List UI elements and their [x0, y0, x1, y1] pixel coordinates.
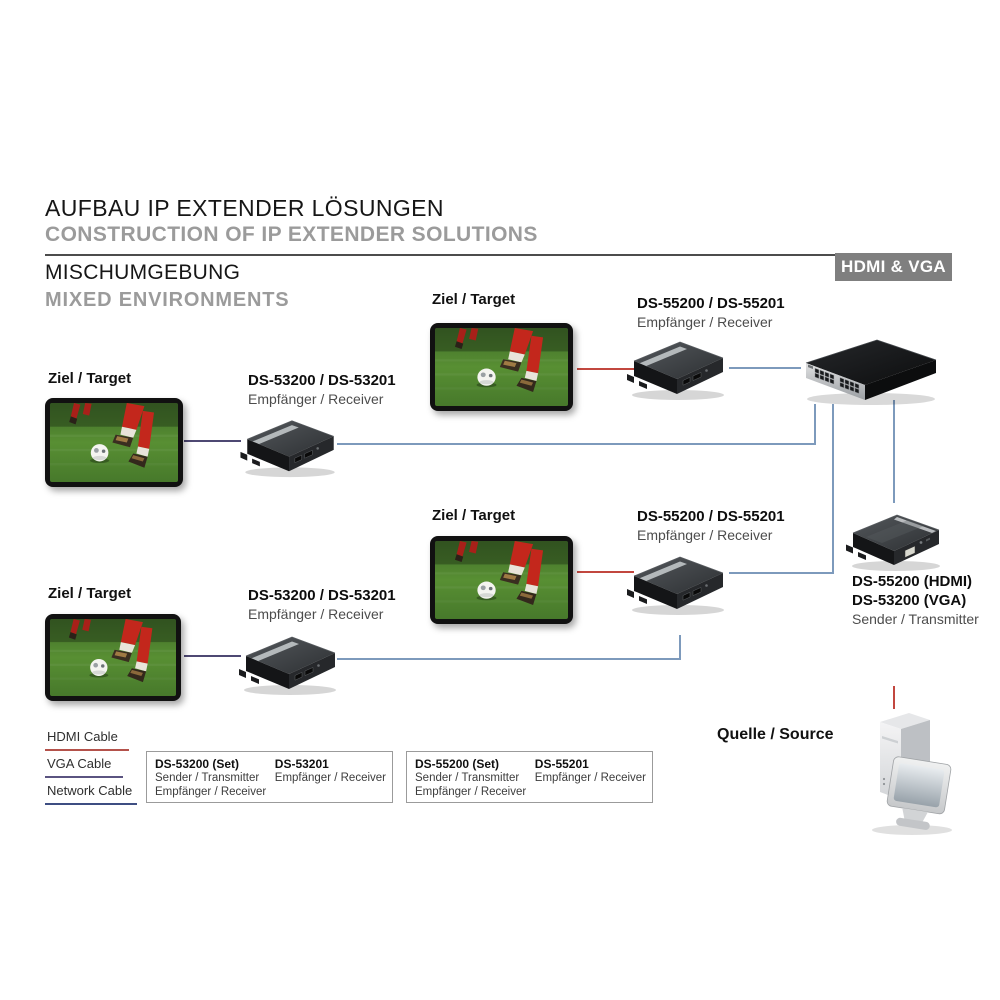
spec-table-53200: DS-53200 (Set) Sender / Transmitter Empf…: [146, 751, 393, 803]
network-cable-rx-middle-h: [729, 572, 834, 574]
receiver-left-lower-label: DS-53200 / DS-53201 Empfänger / Receiver: [248, 586, 396, 624]
spec-line: Sender / Transmitter: [155, 772, 260, 784]
receiver-left-upper-role: Empfänger / Receiver: [248, 391, 384, 407]
receiver-top-role: Empfänger / Receiver: [637, 314, 773, 330]
network-cable-rx-lower-v: [679, 635, 681, 660]
spec-line: Empfänger / Receiver: [534, 772, 646, 784]
source-label: Quelle / Source: [717, 726, 834, 743]
network-cable-rx-upper-h: [337, 443, 816, 445]
transmitter-label: DS-55200 (HDMI) DS-53200 (VGA) Sender / …: [852, 572, 979, 629]
spec-line: Empfänger / Receiver: [274, 772, 386, 784]
spec-title: DS-53201: [274, 757, 329, 771]
hdmi-cable-top: [577, 368, 636, 370]
soccer-screen-icon: [50, 619, 176, 696]
hdmi-cable-middle: [577, 571, 634, 573]
spec-table-55200-col1: DS-55200 (Set) Sender / Transmitter Empf…: [415, 757, 535, 798]
extender-receiver-icon: [626, 333, 730, 403]
soccer-screen-icon: [435, 328, 568, 406]
target-label-middle: Ziel / Target: [432, 507, 516, 524]
receiver-middle-label: DS-55200 / DS-55201 Empfänger / Receiver: [637, 507, 785, 545]
transmitter-role: Sender / Transmitter: [852, 611, 979, 627]
legend-vga-swatch: [45, 776, 123, 778]
receiver-top-label: DS-55200 / DS-55201 Empfänger / Receiver: [637, 294, 785, 332]
legend-network-swatch: [45, 803, 137, 805]
spec-line: Empfänger / Receiver: [155, 785, 267, 798]
desktop-pc-icon: [852, 708, 956, 836]
legend-hdmi-label: HDMI Cable: [47, 729, 118, 744]
soccer-screen-icon: [50, 403, 178, 482]
extender-receiver-icon: [626, 548, 730, 618]
spec-title: DS-53200 (Set): [155, 757, 240, 771]
hdmi-cable-source: [893, 686, 895, 709]
target-monitor-middle: [430, 536, 573, 624]
receiver-middle-role: Empfänger / Receiver: [637, 527, 773, 543]
header-divider: [45, 254, 835, 256]
receiver-top-model: DS-55200 / DS-55201: [637, 295, 785, 312]
network-cable-switch-to-transmitter: [893, 400, 895, 503]
target-monitor-left-lower: [45, 614, 181, 701]
spec-table-55200: DS-55200 (Set) Sender / Transmitter Empf…: [406, 751, 653, 803]
receiver-left-lower-model: DS-53200 / DS-53201: [248, 587, 396, 604]
receiver-left-lower-role: Empfänger / Receiver: [248, 606, 384, 622]
extender-receiver-icon: [238, 628, 342, 698]
receiver-middle-model: DS-55200 / DS-55201: [637, 508, 785, 525]
spec-line: Empfänger / Receiver: [415, 785, 527, 798]
spec-title: DS-55201: [534, 757, 589, 771]
soccer-screen-icon: [435, 541, 568, 619]
target-monitor-left-upper: [45, 398, 183, 487]
spec-line: Sender / Transmitter: [415, 772, 520, 784]
extender-receiver-icon: [238, 412, 342, 480]
target-monitor-top: [430, 323, 573, 411]
transmitter-model-hdmi: DS-55200 (HDMI): [852, 573, 973, 590]
network-cable-rx-lower-h: [337, 658, 681, 660]
extender-transmitter-icon: [846, 506, 946, 574]
legend-vga-label: VGA Cable: [47, 756, 112, 771]
hdmi-vga-badge: HDMI & VGA: [835, 253, 952, 281]
vga-cable-lower: [184, 655, 241, 657]
spec-title: DS-55200 (Set): [415, 757, 500, 771]
page-title-de: AUFBAU IP EXTENDER LÖSUNGEN: [45, 195, 444, 221]
target-label-left-upper: Ziel / Target: [48, 370, 132, 387]
spec-table-55200-col2: DS-55201 Empfänger / Receiver: [535, 757, 646, 798]
network-cable-rx-top-to-switch: [729, 367, 801, 369]
receiver-left-upper-model: DS-53200 / DS-53201: [248, 372, 396, 389]
section-title-de: MISCHUMGEBUNG: [45, 261, 241, 284]
network-cable-rx-upper-v: [814, 404, 816, 445]
section-title-en: MIXED ENVIRONMENTS: [45, 289, 290, 311]
network-cable-rx-middle-v: [832, 404, 834, 574]
vga-cable-upper: [184, 440, 241, 442]
spec-table-53200-col1: DS-53200 (Set) Sender / Transmitter Empf…: [155, 757, 275, 798]
page-title-en: CONSTRUCTION OF IP EXTENDER SOLUTIONS: [45, 223, 538, 246]
legend-hdmi-swatch: [45, 749, 129, 751]
transmitter-model-vga: DS-53200 (VGA): [852, 592, 967, 609]
target-label-top: Ziel / Target: [432, 291, 516, 308]
target-label-left-lower: Ziel / Target: [48, 585, 132, 602]
spec-table-53200-col2: DS-53201 Empfänger / Receiver: [275, 757, 386, 798]
receiver-left-upper-label: DS-53200 / DS-53201 Empfänger / Receiver: [248, 371, 396, 409]
network-switch-icon: [800, 333, 942, 411]
legend-network-label: Network Cable: [47, 783, 133, 798]
